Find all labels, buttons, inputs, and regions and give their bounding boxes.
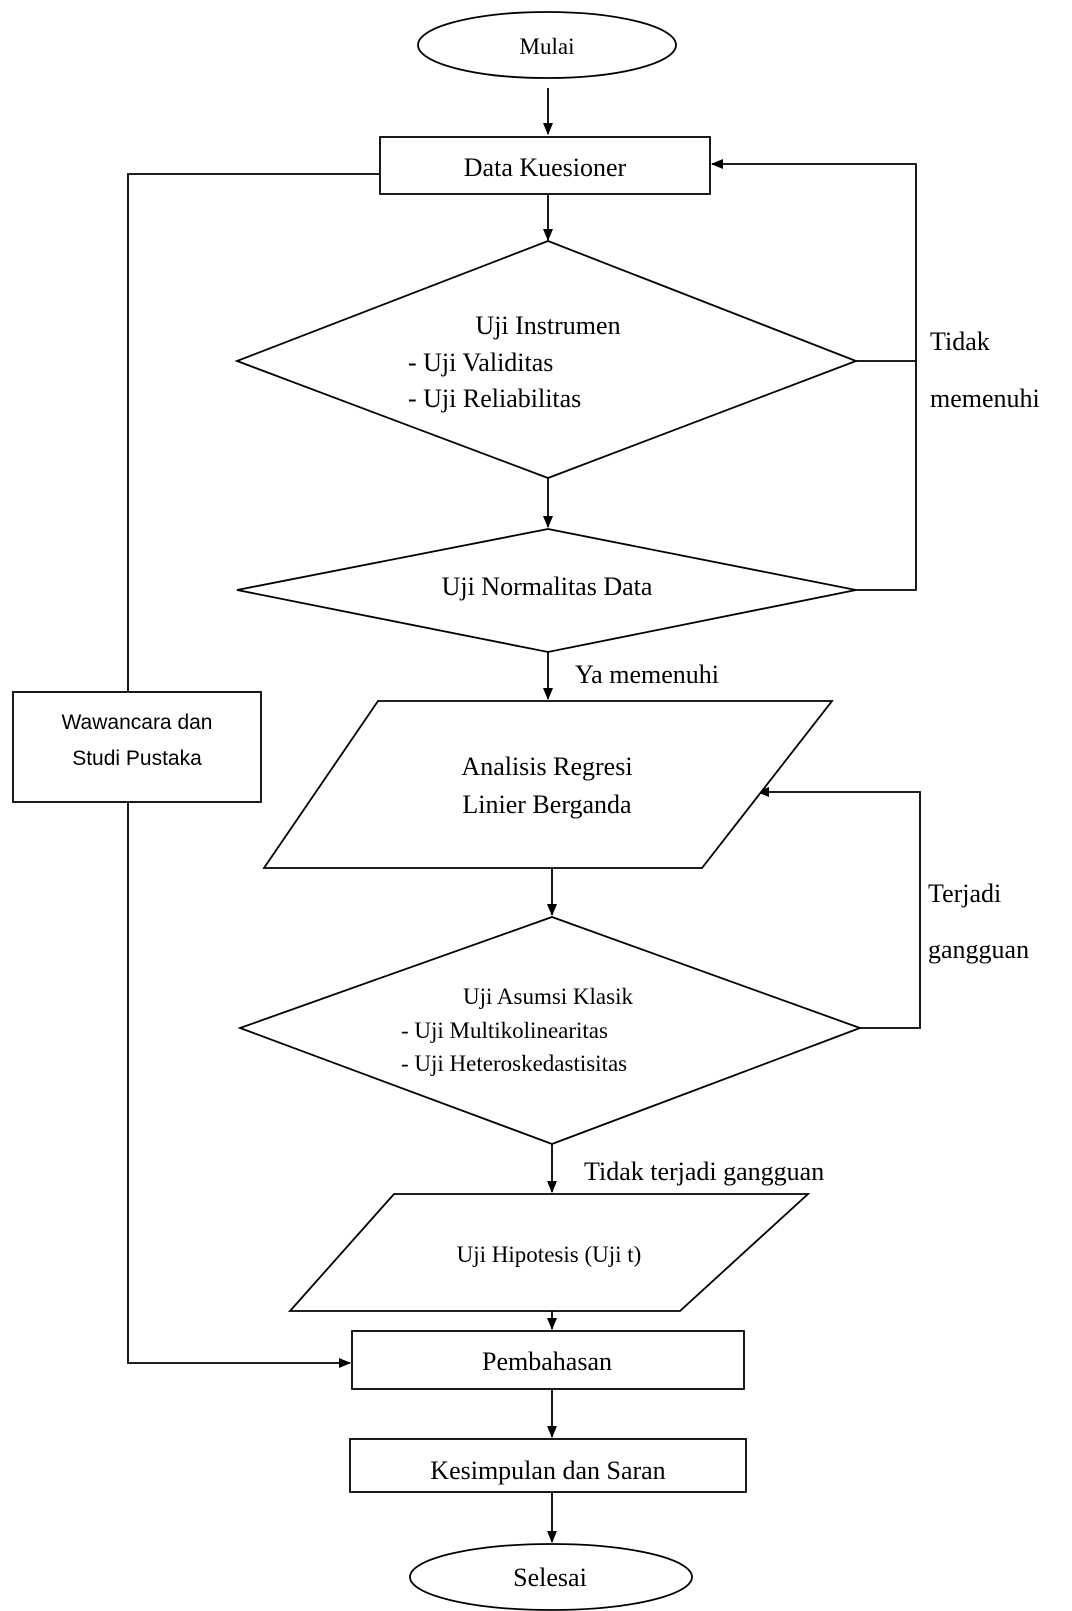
edge-data-kuesioner-to-wawancara — [127, 173, 380, 691]
edge-label-terjadi-gangguan: gangguan — [928, 935, 1029, 964]
analisis-regresi-label: Linier Berganda — [462, 790, 632, 819]
data-kuesioner-box — [379, 136, 711, 195]
analisis-regresi-io — [262, 700, 834, 869]
start-terminal — [417, 11, 677, 79]
edge-label-tidak-memenuhi: Tidak — [930, 327, 990, 356]
uji-asumsi-decision — [237, 916, 863, 1145]
wawancara-label: Wawancara dan — [62, 711, 213, 734]
uji-asumsi-title: Uji Asumsi Klasik — [463, 984, 633, 1009]
edge-tidak-memenuhi-normalitas — [856, 361, 917, 591]
uji-hipotesis-io — [287, 1193, 811, 1312]
kesimpulan-box — [349, 1438, 747, 1493]
start-label: Mulai — [520, 34, 575, 59]
edge-tidak-memenuhi-instrumen — [711, 159, 917, 362]
wawancara-label: Studi Pustaka — [72, 747, 202, 770]
end-terminal — [409, 1543, 693, 1611]
edge-terjadi-gangguan — [757, 787, 921, 1029]
uji-asumsi-item: - Uji Heteroskedastisitas — [401, 1051, 627, 1076]
uji-instrumen-title: Uji Instrumen — [475, 311, 620, 340]
uji-instrumen-decision — [234, 240, 859, 479]
uji-normalitas-decision — [236, 528, 857, 653]
edge-label-terjadi-gangguan: Terjadi — [928, 879, 1001, 908]
uji-hipotesis-label: Uji Hipotesis (Uji t) — [457, 1242, 642, 1267]
uji-normalitas-label: Uji Normalitas Data — [442, 572, 653, 601]
uji-instrumen-item: - Uji Validitas — [408, 348, 553, 377]
edge-wawancara-to-pembahasan — [127, 802, 351, 1368]
wawancara-box — [12, 691, 262, 803]
edge-label-tidak-memenuhi: memenuhi — [930, 384, 1040, 413]
uji-asumsi-item: - Uji Multikolinearitas — [401, 1018, 608, 1043]
edge-label-tidak-terjadi-gangguan: Tidak terjadi gangguan — [584, 1157, 824, 1186]
kesimpulan-label: Kesimpulan dan Saran — [430, 1456, 665, 1485]
pembahasan-label: Pembahasan — [482, 1347, 612, 1376]
edge-label-ya-memenuhi: Ya memenuhi — [575, 660, 719, 689]
pembahasan-box — [351, 1330, 745, 1390]
data-kuesioner-label: Data Kuesioner — [464, 153, 627, 182]
analisis-regresi-label: Analisis Regresi — [461, 752, 632, 781]
uji-instrumen-item: - Uji Reliabilitas — [408, 384, 581, 413]
end-label: Selesai — [513, 1563, 587, 1592]
